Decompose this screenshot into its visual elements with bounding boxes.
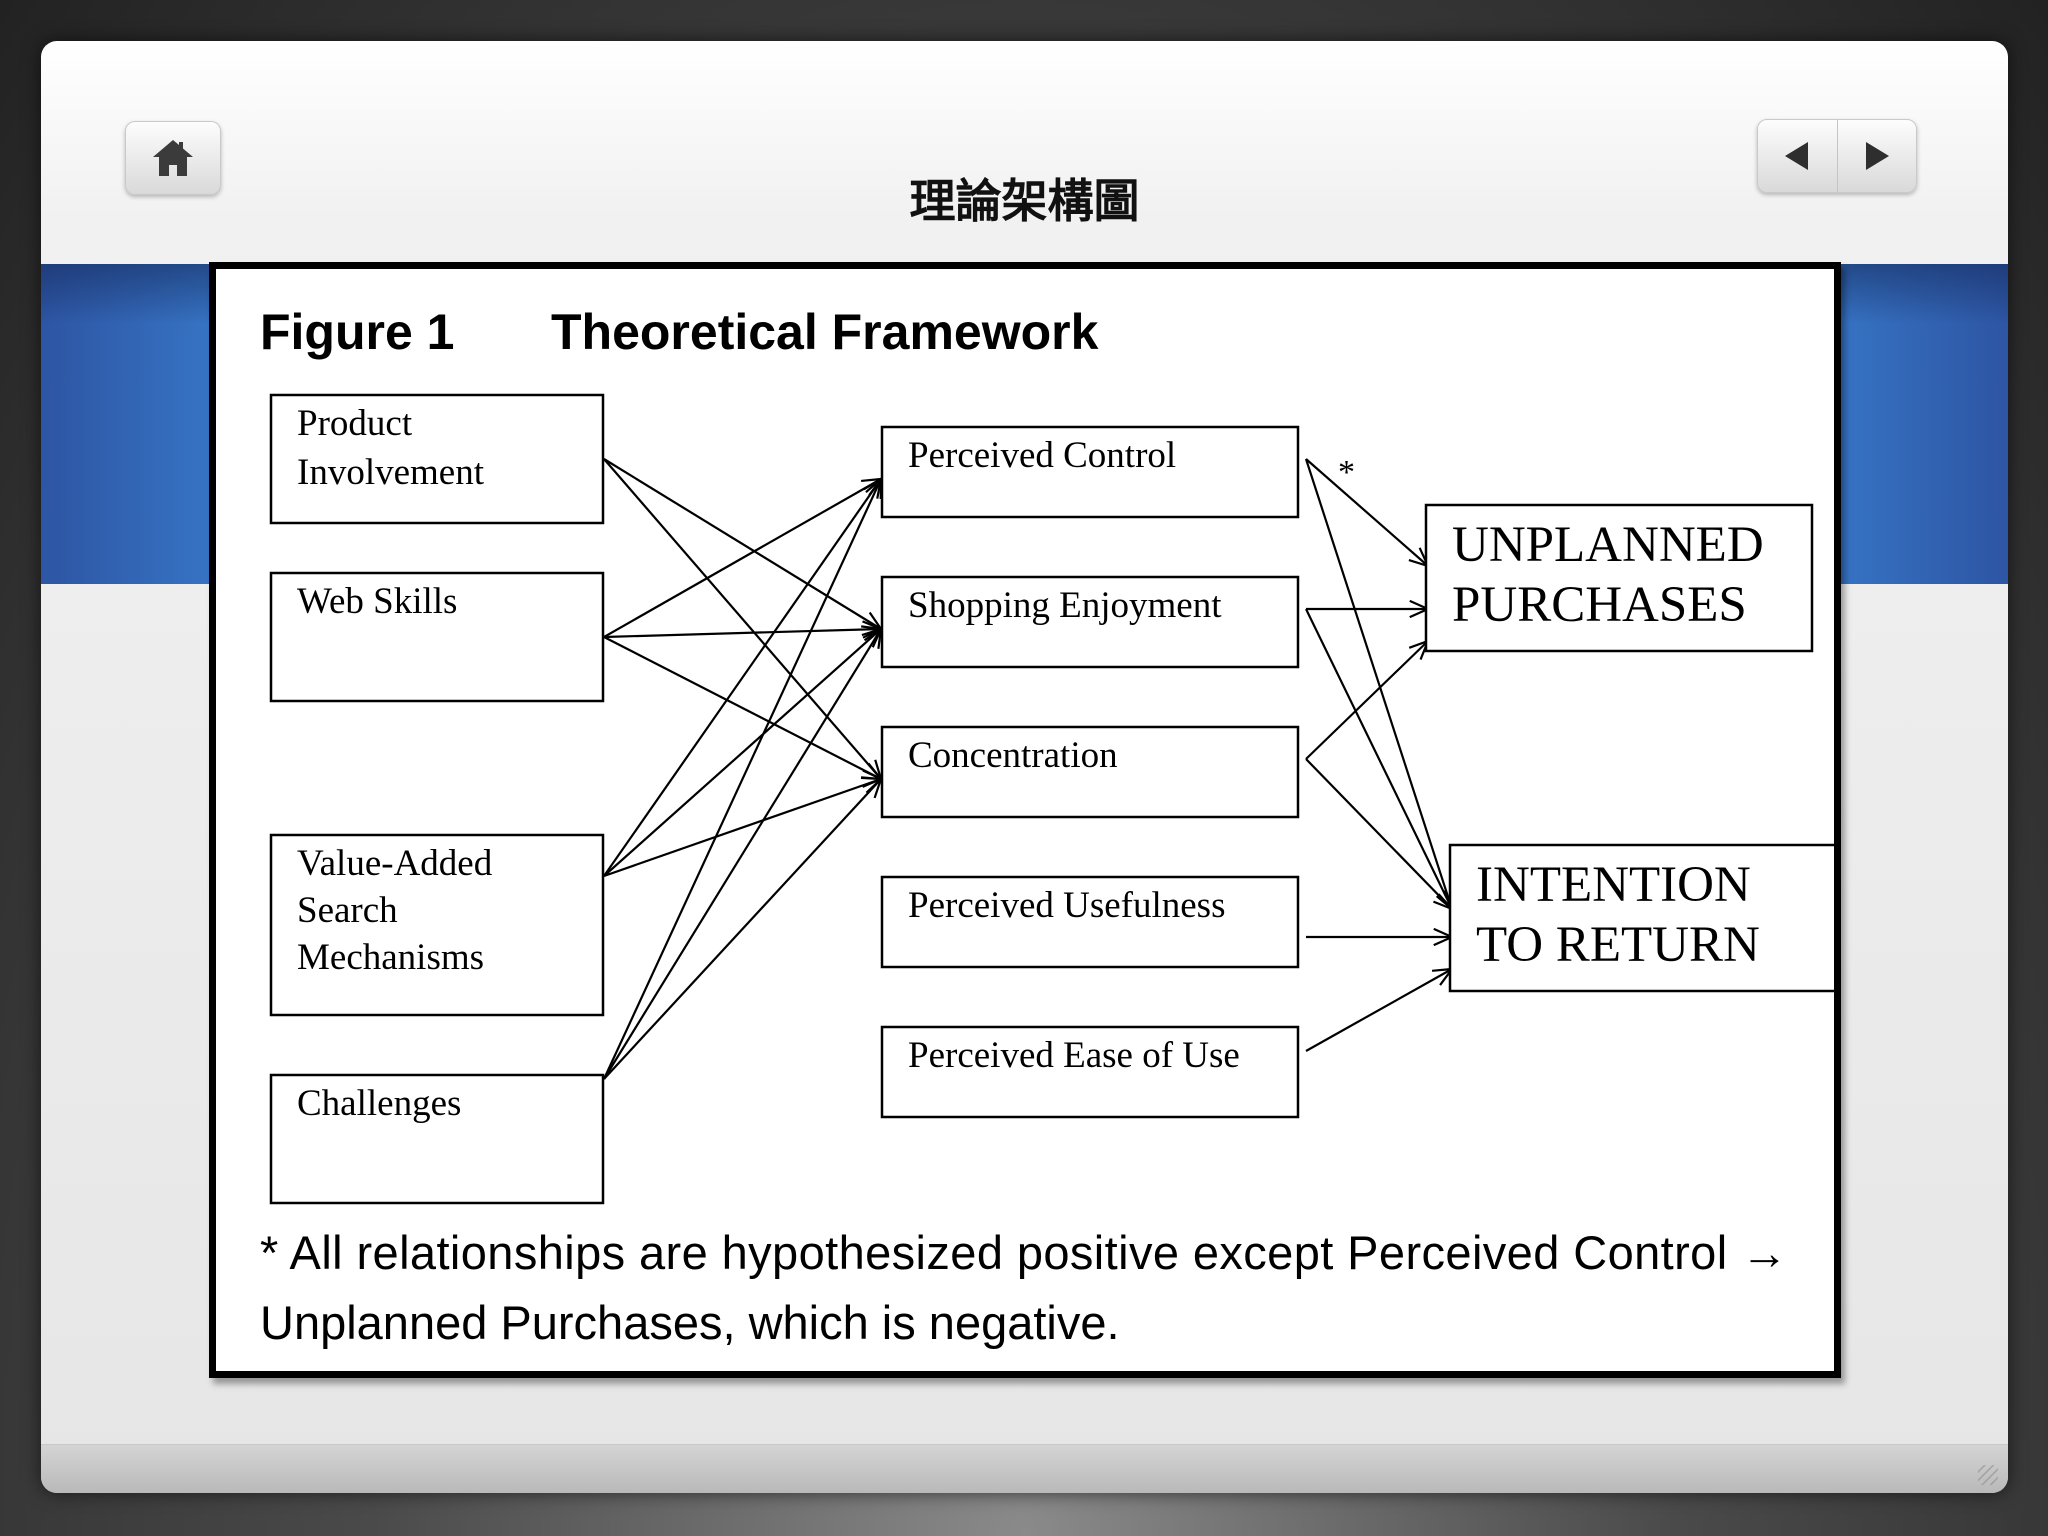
mediator-box <box>880 425 1300 519</box>
slide-title: 理論架構圖 <box>909 174 1140 228</box>
mediator-box <box>880 725 1300 819</box>
next-slide-button[interactable] <box>1836 120 1917 192</box>
edges-layer <box>603 458 1456 1080</box>
footer-bar <box>41 1444 2008 1493</box>
antecedent-label: Mechanisms <box>297 937 484 978</box>
mediator-label: Perceived Control <box>908 435 1176 476</box>
previous-slide-button[interactable] <box>1758 120 1837 192</box>
footnote-line-1: * All relationships are hypothesized pos… <box>260 1226 1788 1279</box>
antecedent-node-ws: Web Skills <box>269 571 605 703</box>
home-icon <box>153 140 193 176</box>
outcome-label: PURCHASES <box>1452 577 1747 633</box>
mediator-label: Perceived Usefulness <box>908 885 1225 926</box>
edge-va-to-se <box>603 628 882 877</box>
outcome-label: UNPLANNED <box>1452 517 1764 573</box>
edge-va-to-pc <box>603 478 882 877</box>
mediator-node-pe: Perceived Ease of Use <box>880 1025 1300 1119</box>
edge-co-to-ir <box>1305 758 1453 910</box>
edge-va-to-co <box>603 777 882 878</box>
edge-pe-to-ir <box>1305 968 1453 1052</box>
triangle-right-icon <box>1865 142 1889 170</box>
edge-ch-to-co <box>603 778 882 1080</box>
edge-co-to-up <box>1305 640 1429 760</box>
edge-ws-to-pc <box>603 478 882 638</box>
outcome-box <box>1424 503 1814 653</box>
edge-ws-to-se <box>603 627 882 639</box>
figure-number: Figure 1 <box>260 304 454 360</box>
antecedent-label: Involvement <box>297 452 485 493</box>
mediator-node-se: Shopping Enjoyment <box>880 575 1300 669</box>
arrowhead-pi-to-se <box>861 611 884 631</box>
mediator-node-co: Concentration <box>880 725 1300 819</box>
edge-pc-to-up <box>1305 458 1429 567</box>
mediator-label: Shopping Enjoyment <box>908 585 1222 626</box>
antecedent-box <box>269 1073 605 1205</box>
footnote-line-2: Unplanned Purchases, which is negative. <box>260 1296 1120 1349</box>
edge-pi-to-se <box>603 458 882 630</box>
outcome-label: INTENTION <box>1476 857 1751 913</box>
outcome-label: TO RETURN <box>1476 917 1760 973</box>
slide-navigation <box>1757 119 1917 193</box>
mediator-box <box>880 575 1300 669</box>
antecedent-node-ch: Challenges <box>269 1073 605 1205</box>
triangle-left-icon <box>1785 142 1809 170</box>
edge-ch-to-se <box>603 628 882 1080</box>
mediator-box <box>880 1025 1300 1119</box>
edge-pc-to-ir <box>1304 458 1454 910</box>
figure-title: Theoretical Framework <box>551 304 1099 360</box>
framework-diagram: Figure 1 Theoretical Framework ProductIn… <box>260 304 1834 1349</box>
antecedent-label: Product <box>297 403 413 444</box>
mediator-box <box>880 875 1300 969</box>
edge-ch-to-pc <box>603 478 882 1080</box>
edge-ws-to-co <box>603 636 882 780</box>
antecedent-label: Web Skills <box>297 581 457 622</box>
antecedent-box <box>269 571 605 703</box>
mediator-label: Concentration <box>908 735 1118 776</box>
mediator-label: Perceived Ease of Use <box>908 1035 1240 1076</box>
home-button[interactable] <box>125 121 221 195</box>
resize-grip-icon[interactable] <box>1978 1465 1998 1485</box>
slide: 理論架構圖 Figure 1 Theoretical Framework Pro… <box>41 41 2008 1493</box>
edge-pi-to-co <box>603 458 882 780</box>
antecedent-label: Challenges <box>297 1083 461 1124</box>
outcome-box <box>1448 843 1834 993</box>
antecedent-label: Value-Added <box>297 843 493 884</box>
edge-se-to-ir <box>1305 608 1453 910</box>
antecedent-label: Search <box>297 890 398 931</box>
mediator-node-pu: Perceived Usefulness <box>880 875 1300 969</box>
mediator-node-pc: Perceived Control <box>880 425 1300 519</box>
antecedent-box <box>269 393 605 525</box>
negative-marker: * <box>1338 454 1355 491</box>
antecedent-box <box>269 833 605 1017</box>
